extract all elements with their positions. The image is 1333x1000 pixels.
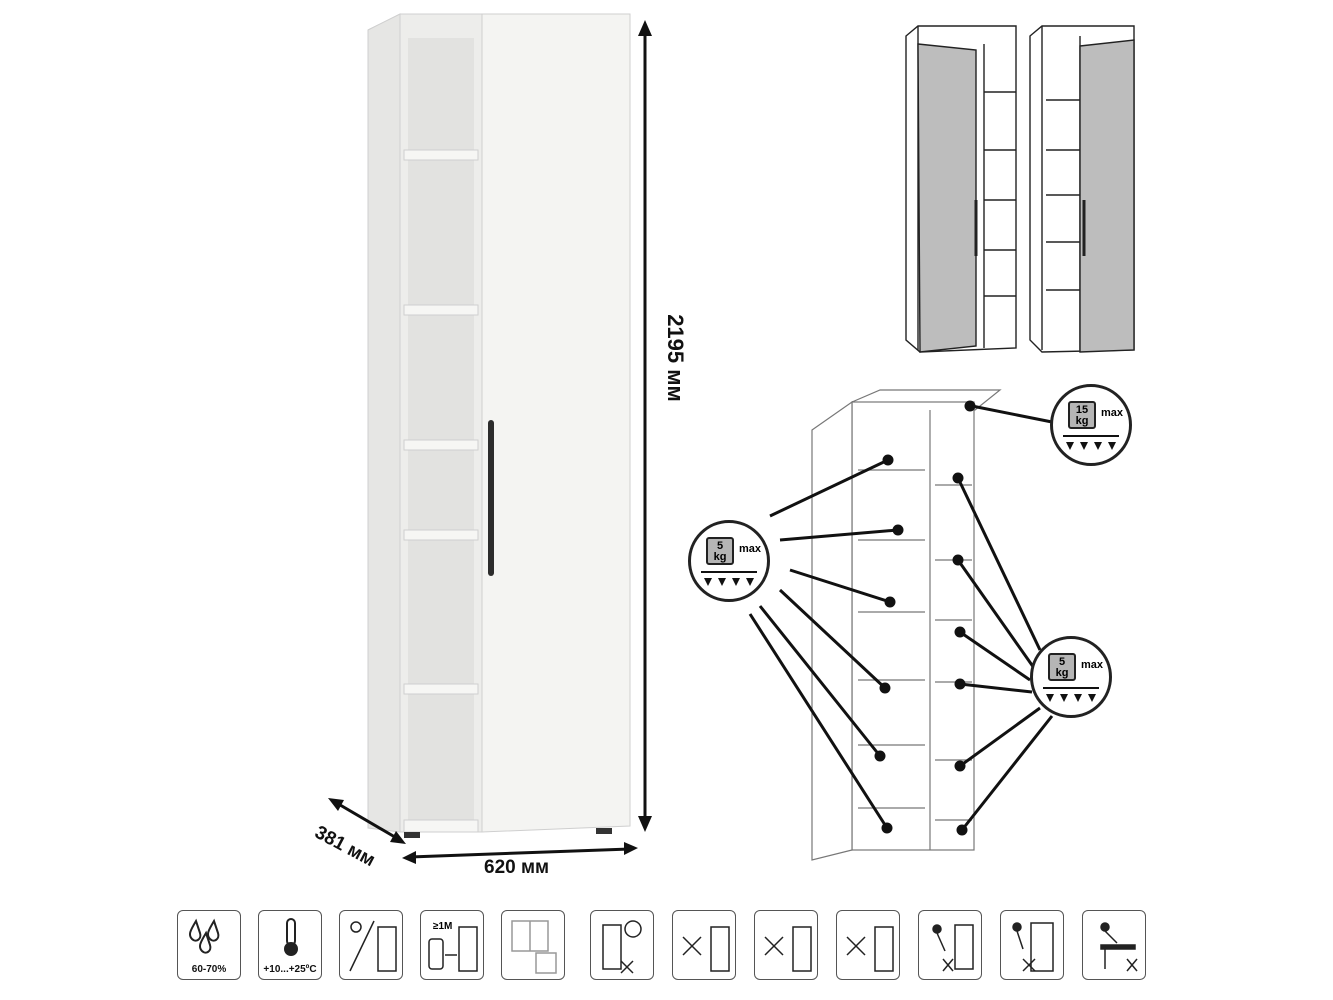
down-arrows-icon <box>1063 435 1119 450</box>
load-unit: kg <box>713 551 727 563</box>
load-max-label: max <box>739 543 762 555</box>
no-liquids-icon <box>672 910 736 980</box>
no-climbing-icon <box>1000 910 1064 980</box>
no-sitting-icon <box>1082 910 1146 980</box>
load-weight: 5 <box>1058 656 1066 668</box>
down-arrows-icon <box>701 571 757 586</box>
load-unit: kg <box>1055 667 1069 679</box>
wardrobe-variant-left <box>905 25 1017 353</box>
temperature-caption: +10...+25ºC <box>263 964 317 975</box>
load-unit: kg <box>1075 415 1089 427</box>
load-max-label: max <box>1101 407 1124 419</box>
wardrobe-render <box>367 13 631 838</box>
load-weight: 5 <box>716 540 724 552</box>
height-dimension-label: 2195 мм <box>663 314 688 402</box>
width-dimension-label: 620 мм <box>484 857 550 878</box>
window-ventilation-icon <box>501 910 565 980</box>
heater-distance-icon: ≥1M <box>420 910 484 980</box>
dimension-lines <box>328 20 652 864</box>
no-wet-cleaning-icon <box>590 910 654 980</box>
no-direct-sun-icon <box>339 910 403 980</box>
no-spray-icon <box>754 910 818 980</box>
load-leader-lines <box>748 400 1054 836</box>
load-diagram-wardrobe <box>811 389 1002 861</box>
temperature-icon: +10...+25ºC <box>258 910 322 980</box>
no-abrasive-icon <box>836 910 900 980</box>
load-max-label: max <box>1081 659 1104 671</box>
no-pushing-icon <box>918 910 982 980</box>
load-weight: 15 <box>1075 404 1089 416</box>
wardrobe-variant-right <box>1029 25 1135 353</box>
down-arrows-icon <box>1043 687 1099 702</box>
humidity-caption: 60-70% <box>191 964 227 975</box>
humidity-icon: 60-70% <box>177 910 241 980</box>
heater-distance-label: ≥1M <box>433 921 452 932</box>
